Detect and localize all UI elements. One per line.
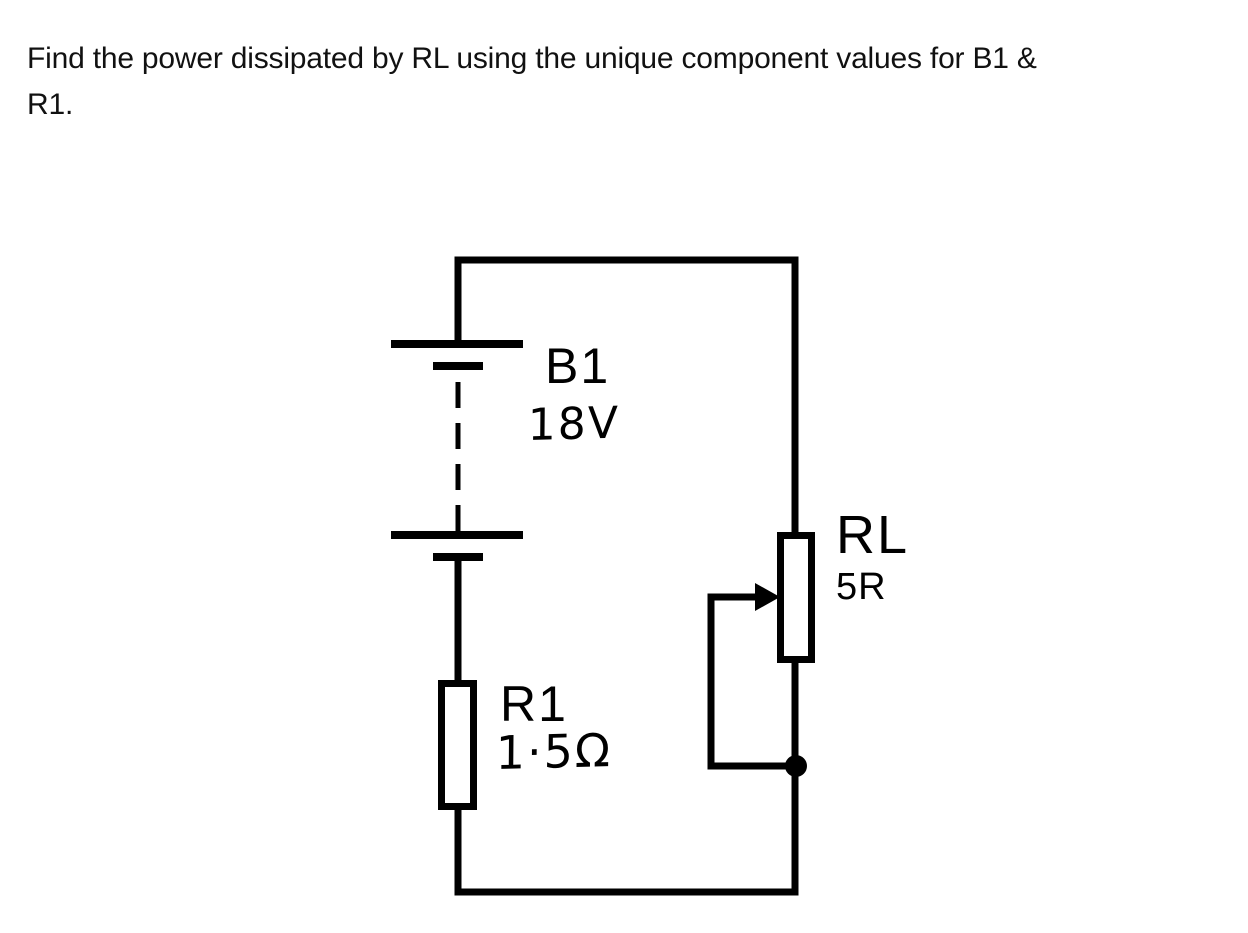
battery-b1-value: 18V — [527, 397, 621, 452]
resistor-rl-label: RL — [836, 505, 910, 565]
resistor-r1-body — [438, 680, 477, 810]
resistor-rl-value: 5R — [836, 566, 887, 608]
question-text: Find the power dissipated by RL using th… — [27, 36, 1237, 128]
resistor-rl-body — [777, 532, 815, 663]
wiper-wire — [707, 593, 795, 770]
resistor-r1-label: R1 — [500, 676, 568, 732]
resistor-r1-value: 1·5Ω — [495, 722, 613, 781]
wiper-arrowhead-icon — [755, 583, 780, 611]
question-line-1: Find the power dissipated by RL using th… — [27, 42, 1037, 75]
question-line-2: R1. — [27, 88, 74, 121]
junction-dot — [785, 755, 807, 777]
battery-b1-label: B1 — [545, 338, 611, 394]
